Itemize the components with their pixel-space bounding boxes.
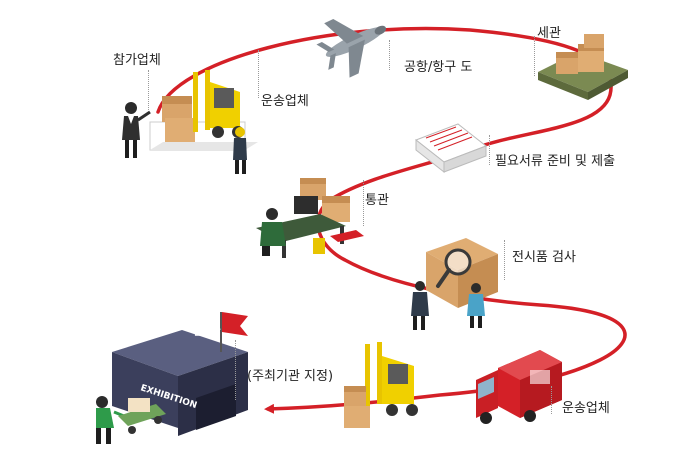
leader-line-designated <box>235 340 236 400</box>
step-transport-1-label: 운송업체 <box>261 94 309 109</box>
leader-line-clearance <box>363 180 364 226</box>
step-airport-port-label: 공항/항구 도 <box>404 60 473 75</box>
delivery-truck-icon <box>476 350 562 424</box>
leader-line-transport-1 <box>258 50 259 98</box>
forklift-2-icon <box>344 342 418 428</box>
step-documents-label: 필요서류 준비 및 제출 <box>495 154 616 169</box>
step-participant-label: 참가업체 <box>113 53 161 68</box>
participant-person-icon <box>122 102 151 158</box>
customs-pallet-icon <box>538 34 628 100</box>
exhibition-hall-icon <box>112 312 248 436</box>
step-inspection-label: 전시품 검사 <box>512 250 576 265</box>
venue-flag-label: 전시장 <box>193 325 221 338</box>
leader-line-documents <box>489 135 490 165</box>
airplane-icon <box>316 19 387 78</box>
step-customs-clearance-label: 통관 <box>365 193 389 208</box>
leader-line-transport-2 <box>551 386 552 414</box>
worker-icon <box>233 127 247 174</box>
leader-line-customs <box>534 36 535 76</box>
step-customs-label: 세관 <box>537 26 561 41</box>
leader-line-inspection <box>504 240 505 280</box>
cart-worker-icon <box>96 396 166 444</box>
step-designated-label: (주최기관 지정) <box>247 369 334 384</box>
documents-stack-icon <box>414 123 488 174</box>
step-transport-2-label: 운송업체 <box>562 401 610 416</box>
leader-line-airport <box>389 40 390 70</box>
customs-clearance-desk-icon <box>256 178 364 258</box>
leader-line-participant <box>148 70 149 110</box>
forklift-icon <box>149 70 258 151</box>
inspection-icon <box>411 238 498 330</box>
